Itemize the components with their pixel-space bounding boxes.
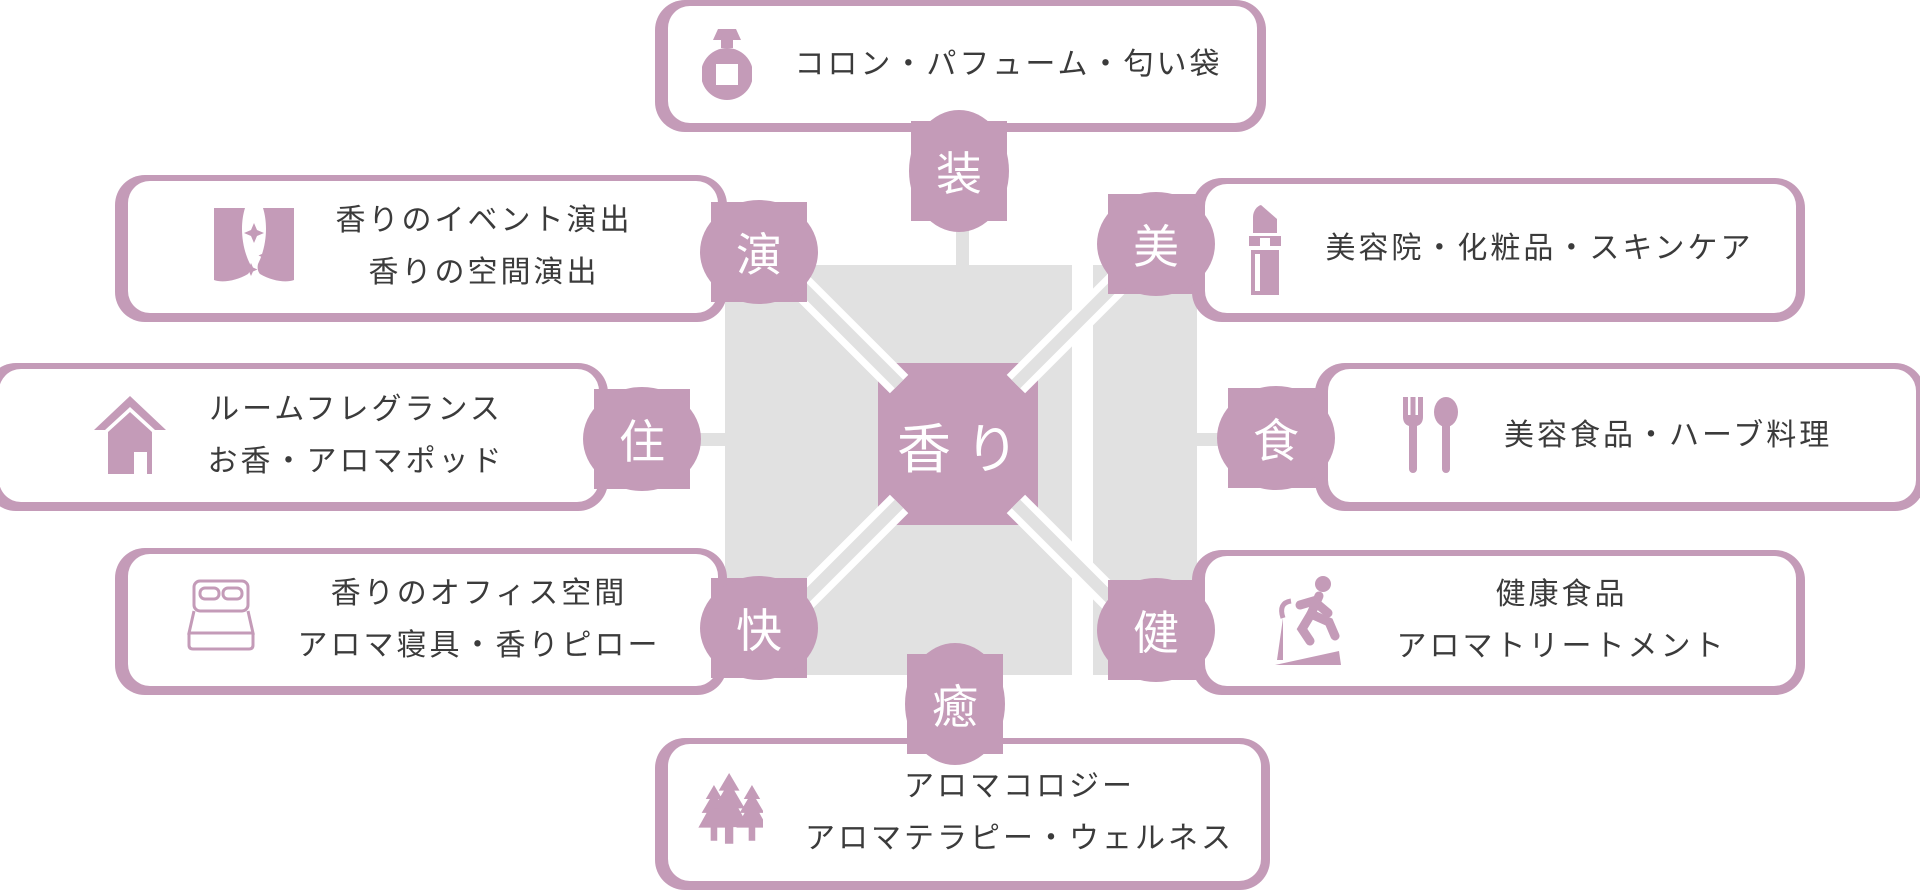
center-node: 香り	[878, 363, 1038, 525]
card-kai: 香りのオフィス空間 アロマ寝具・香りピロー	[115, 548, 727, 695]
bed-icon	[186, 579, 256, 661]
badge-ken-label: 健	[1133, 606, 1179, 660]
card-yu-line1: アロマコロジー	[904, 768, 1135, 804]
badge-yu-label: 癒	[932, 680, 978, 734]
card-yu: アロマコロジー アロマテラピー・ウェルネス	[655, 738, 1270, 890]
treadmill-runner-icon	[1274, 574, 1355, 668]
badge-en: 演	[700, 200, 818, 304]
badge-ken: 健	[1097, 578, 1215, 682]
badge-en-label: 演	[736, 228, 782, 282]
badge-juu-label: 住	[619, 415, 665, 469]
badge-kai: 快	[700, 576, 818, 680]
badge-kai-label: 快	[736, 604, 782, 658]
card-juu: ルームフレグランス お香・アロマポッド	[0, 363, 608, 511]
card-shoku: 美容食品・ハーブ料理	[1315, 363, 1920, 511]
card-yu-line2: アロマテラピー・ウェルネス	[805, 820, 1234, 856]
badge-sou: 装	[909, 110, 1009, 232]
curtains-icon	[213, 208, 294, 286]
card-bi: 美容院・化粧品・スキンケア	[1192, 178, 1805, 322]
card-shoku-line1: 美容食品・ハーブ料理	[1504, 417, 1833, 453]
badge-bi-label: 美	[1133, 220, 1179, 274]
badge-sou-label: 装	[936, 147, 982, 201]
perfume-bottle-icon	[702, 28, 753, 101]
badge-juu: 住	[583, 387, 701, 491]
card-bi-line1: 美容院・化粧品・スキンケア	[1325, 230, 1754, 266]
center-label: 香り	[897, 417, 1033, 481]
house-icon	[93, 395, 166, 476]
badge-shoku: 食	[1217, 386, 1335, 490]
card-juu-line2: お香・アロマポッド	[207, 443, 505, 479]
badge-bi: 美	[1097, 192, 1215, 296]
card-en-line2: 香りの空間演出	[368, 255, 600, 290]
trees-icon	[695, 772, 763, 853]
card-en-line1: 香りのイベント演出	[335, 203, 633, 239]
card-ken: 健康食品 アロマトリートメント	[1192, 550, 1805, 695]
card-juu-line1: ルームフレグランス	[209, 391, 503, 427]
badge-shoku-label: 食	[1253, 414, 1299, 468]
lipstick-icon	[1247, 203, 1283, 295]
card-ken-line2: アロマトリートメント	[1396, 629, 1727, 664]
card-kai-line1: 香りのオフィス空間	[330, 576, 628, 612]
card-kai-line2: アロマ寝具・香りピロー	[297, 628, 661, 663]
fork-spoon-icon	[1398, 396, 1462, 475]
card-en: 香りのイベント演出 香りの空間演出	[115, 175, 727, 322]
card-ken-line1: 健康食品	[1495, 577, 1628, 613]
badge-yu: 癒	[905, 643, 1005, 765]
card-sou-line1: コロン・パフューム・匂い袋	[794, 46, 1223, 82]
